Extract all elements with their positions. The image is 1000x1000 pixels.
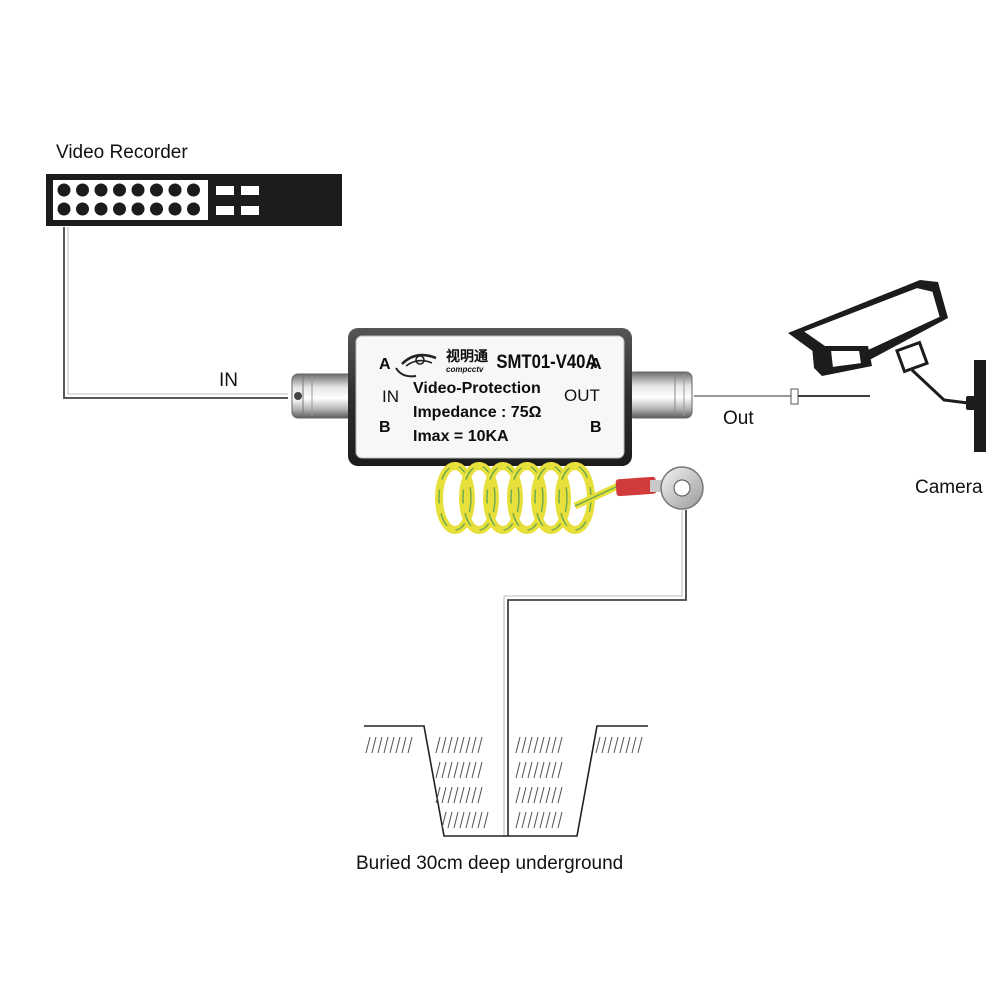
buried-depth-label: Buried 30cm deep underground <box>356 853 623 874</box>
recorder-port-icon <box>57 183 71 197</box>
cable-plug-icon <box>790 388 870 405</box>
bnc-in-connector <box>291 373 355 419</box>
device-line-video-protection: Video-Protection <box>413 380 541 397</box>
ground-trench <box>364 725 648 837</box>
device-line-impedance: Impedance : 75Ω <box>413 404 542 421</box>
recorder-port-icon <box>76 183 89 197</box>
recorder-port-icon <box>168 183 182 197</box>
ring-terminal-icon <box>615 466 704 510</box>
recorder-port-icon <box>131 183 145 197</box>
out-label: Out <box>723 408 754 429</box>
recorder-port-icon <box>113 183 126 197</box>
recorder-port-icon <box>94 202 108 216</box>
brand-english-name: compcctv <box>446 365 484 374</box>
security-camera-icon <box>788 280 986 452</box>
device-line-imax: Imax = 10KA <box>413 428 509 445</box>
in-cable <box>63 227 288 399</box>
video-recorder-label: Video Recorder <box>56 142 188 163</box>
video-recorder-icon <box>46 174 342 226</box>
recorder-port-icon <box>94 183 108 197</box>
recorder-port-icon <box>168 202 182 216</box>
surge-protector: 视明通 compcctv SMT01-V40A Video-Protection… <box>291 328 693 466</box>
bnc-out-connector <box>627 371 693 419</box>
recorder-port-icon <box>57 202 71 216</box>
recorder-port-icon <box>76 202 89 216</box>
device-model: SMT01-V40A <box>496 351 597 372</box>
brand-chinese-name: 视明通 <box>446 348 488 364</box>
brand-logo-icon <box>395 353 437 378</box>
recorder-port-icon <box>187 183 200 197</box>
camera-label: Camera <box>915 477 983 498</box>
left-terminal-b: B <box>379 419 391 436</box>
right-terminal-b: B <box>590 419 602 436</box>
in-label: IN <box>219 370 238 391</box>
recorder-port-icon <box>150 202 163 216</box>
left-terminal-a: A <box>379 356 391 373</box>
ground-wire-coil <box>435 462 620 534</box>
left-port-in-label: IN <box>382 387 399 406</box>
recorder-port-icon <box>187 202 200 216</box>
recorder-port-icon <box>150 183 163 197</box>
recorder-port-icon <box>113 202 126 216</box>
right-terminal-a: A <box>590 356 602 373</box>
recorder-port-icon <box>131 202 145 216</box>
right-port-out-label: OUT <box>564 386 600 405</box>
ground-cable <box>507 510 687 836</box>
